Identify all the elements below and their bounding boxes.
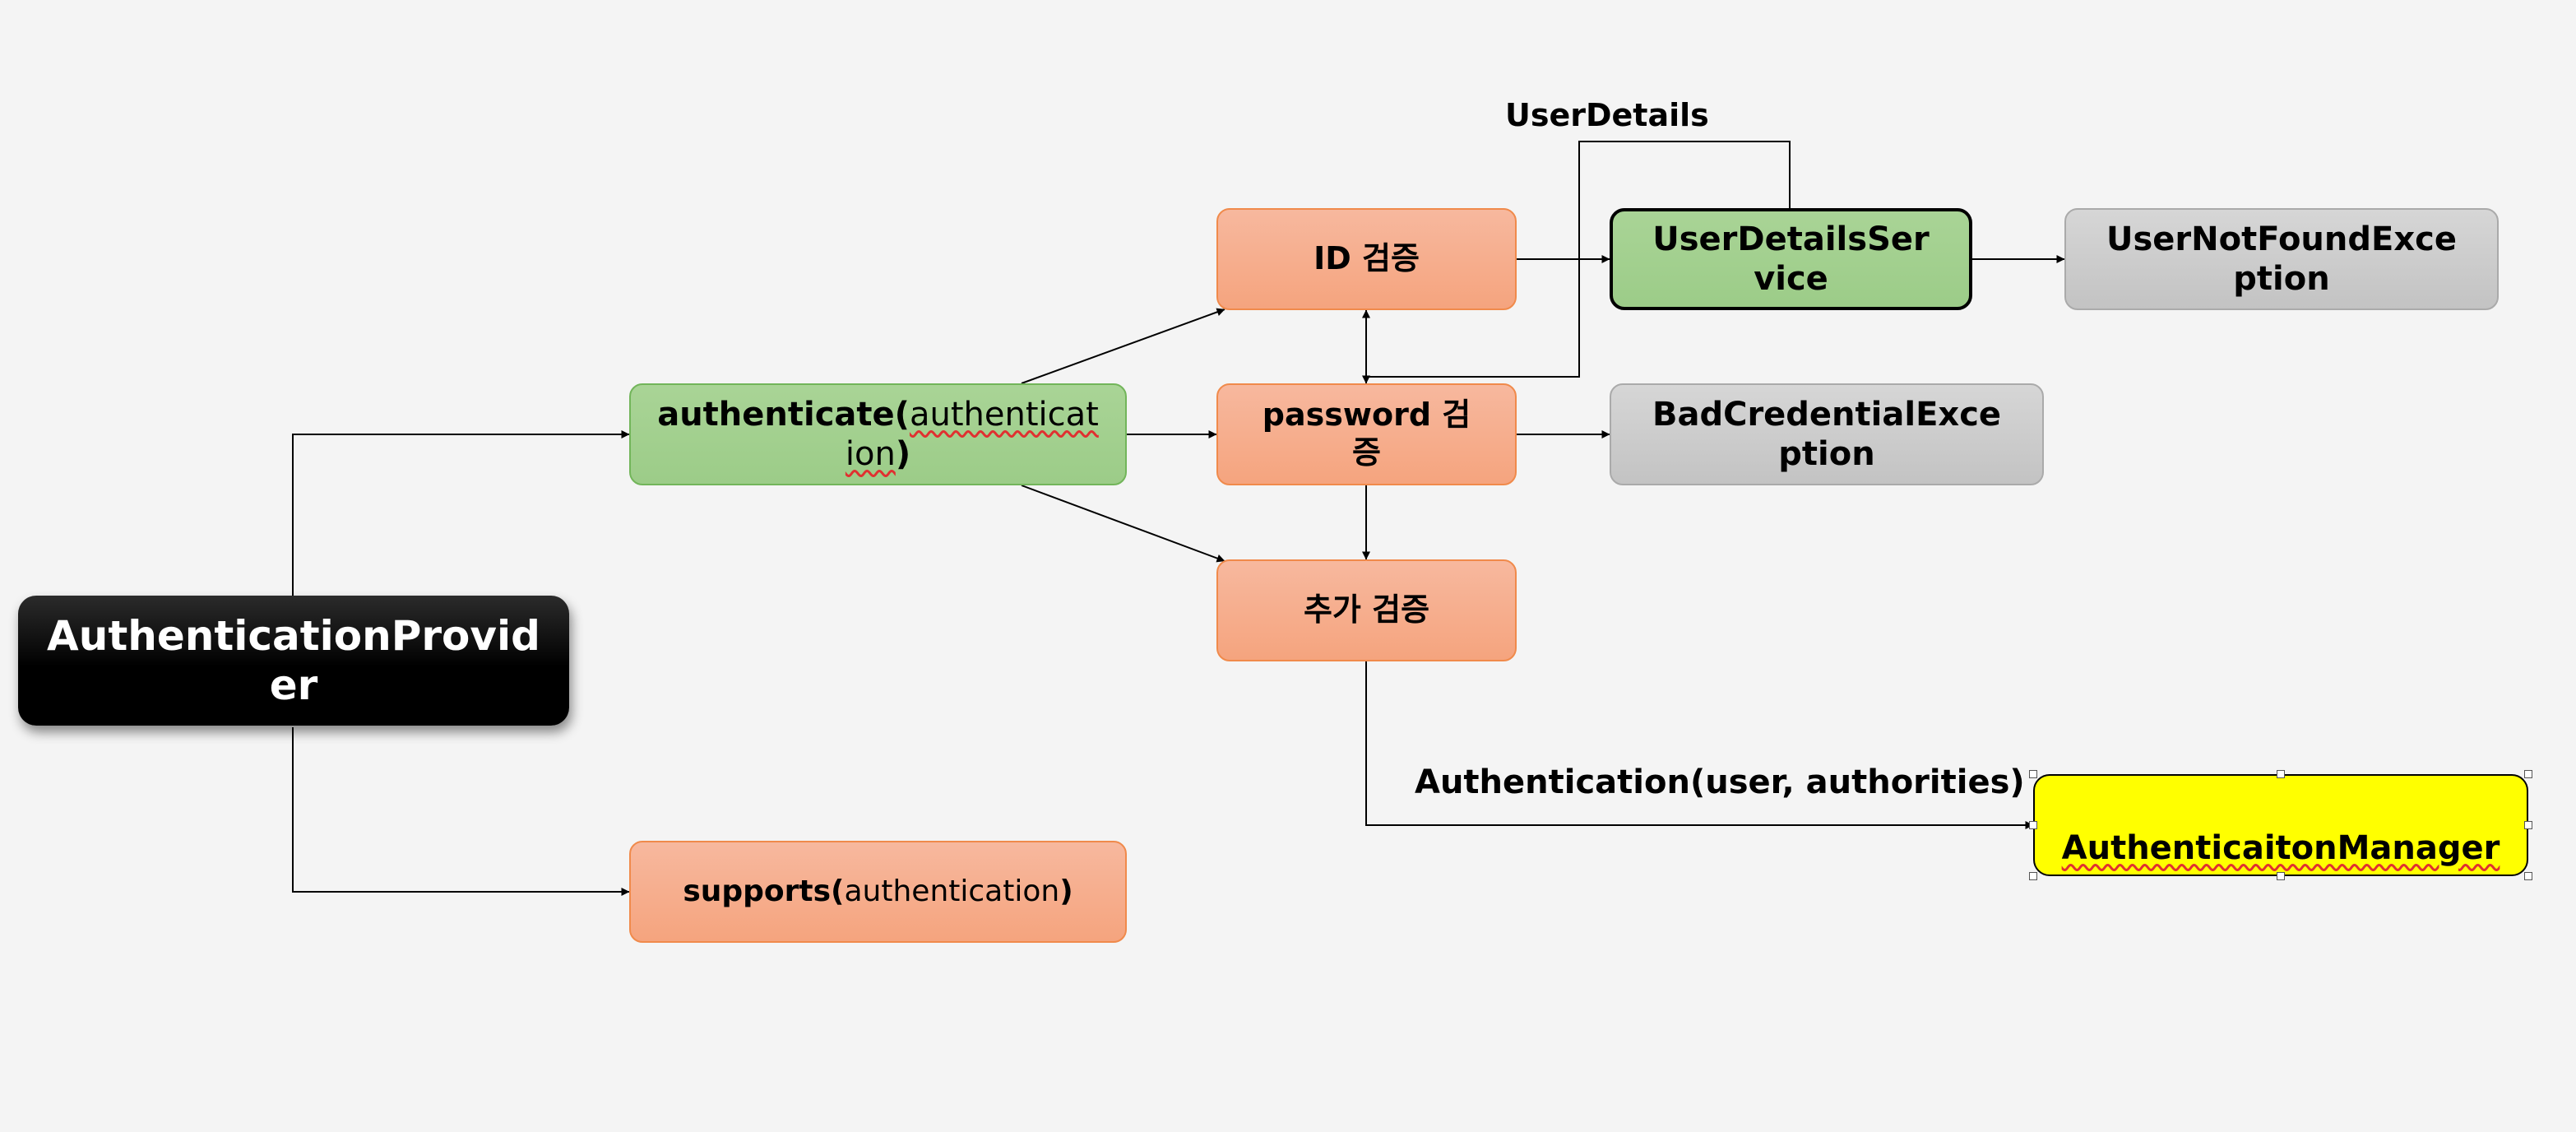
selection-handle-middle-left[interactable] [2029,821,2037,829]
extra-check-node: 추가 검증 [1216,559,1517,661]
authentication-result-label: Authentication(user, authorities) [1415,763,2025,801]
supports-method-param: authentication [844,875,1060,909]
authenticate-method-node: authenticate(authentication) [629,383,1127,485]
user-not-found-exception-node: UserNotFoundException [2064,208,2499,310]
supports-method-label: supports(authentication) [683,874,1073,909]
edge-provider-to-authenticate [292,430,630,596]
selection-handle-bottom-left[interactable] [2029,872,2037,880]
authenticate-method-name: authenticate( [657,396,910,434]
selection-handle-bottom-right[interactable] [2524,872,2532,880]
edge-user-details-return [1366,141,1791,378]
bad-credential-exception-label: BadCredentialException [1652,396,2002,473]
password-check-node: password 검증 [1216,383,1517,485]
authentication-provider-label: AuthenticationProvider [47,612,540,709]
supports-method-name: supports( [683,875,845,909]
edge-authenticate-to-id-check [1021,308,1225,384]
authentication-provider-node: AuthenticationProvider [18,596,569,726]
authenticate-method-label: authenticate(authentication) [656,395,1100,474]
authentication-manager-node[interactable]: AuthenticaitonManager [2033,774,2528,876]
extra-check-label: 추가 검증 [1303,592,1430,629]
supports-method-close: ) [1059,875,1073,909]
edge-provider-to-supports [292,727,630,896]
selection-handle-bottom-middle[interactable] [2277,872,2285,880]
id-check-label: ID 검증 [1313,240,1420,277]
user-not-found-exception-label: UserNotFoundException [2106,220,2457,298]
user-details-service-label: UserDetailsService [1652,220,1930,298]
user-details-service-node: UserDetailsService [1610,208,1972,310]
user-details-label: UserDetails [1505,97,1709,133]
selection-handle-top-middle[interactable] [2277,770,2285,778]
authenticate-method-param: authentication [845,396,1099,473]
id-check-node: ID 검증 [1216,208,1517,310]
bad-credential-exception-node: BadCredentialException [1610,383,2044,485]
selection-handle-top-left[interactable] [2029,770,2037,778]
authenticate-method-close: ) [895,435,911,473]
selection-handle-top-right[interactable] [2524,770,2532,778]
edge-authenticate-to-extra-check [1021,485,1225,563]
supports-method-node: supports(authentication) [629,841,1127,943]
password-check-label: password 검증 [1262,397,1471,471]
edge-extra-check-to-manager [1365,661,2034,829]
selection-handle-middle-right[interactable] [2524,821,2532,829]
authentication-manager-label: AuthenticaitonManager [2061,829,2500,867]
